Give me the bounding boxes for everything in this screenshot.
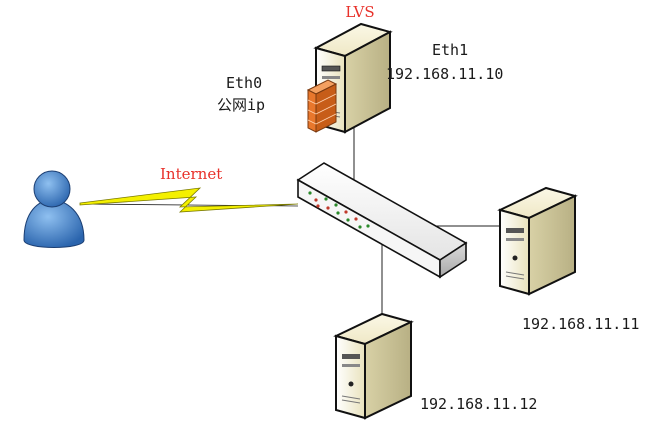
public-ip-label: 公网ip xyxy=(217,96,265,114)
eth0-label: Eth0 xyxy=(226,74,262,92)
lvs-label: LVS xyxy=(345,3,374,21)
server-1-ip-label: 192.168.11.11 xyxy=(522,315,639,333)
server-2-icon xyxy=(333,312,414,420)
server-1-icon xyxy=(497,186,578,296)
firewall-icon xyxy=(306,79,338,133)
internet-label: Internet xyxy=(160,165,222,183)
eth1-label: Eth1 xyxy=(432,41,468,59)
user-icon xyxy=(23,170,85,248)
lightning-icon xyxy=(79,187,299,213)
switch-port-leds xyxy=(308,191,370,229)
server-2-ip-label: 192.168.11.12 xyxy=(420,395,537,413)
switch-icon xyxy=(296,162,468,279)
wires xyxy=(79,112,502,328)
lvs-ip-label: 192.168.11.10 xyxy=(386,65,503,83)
